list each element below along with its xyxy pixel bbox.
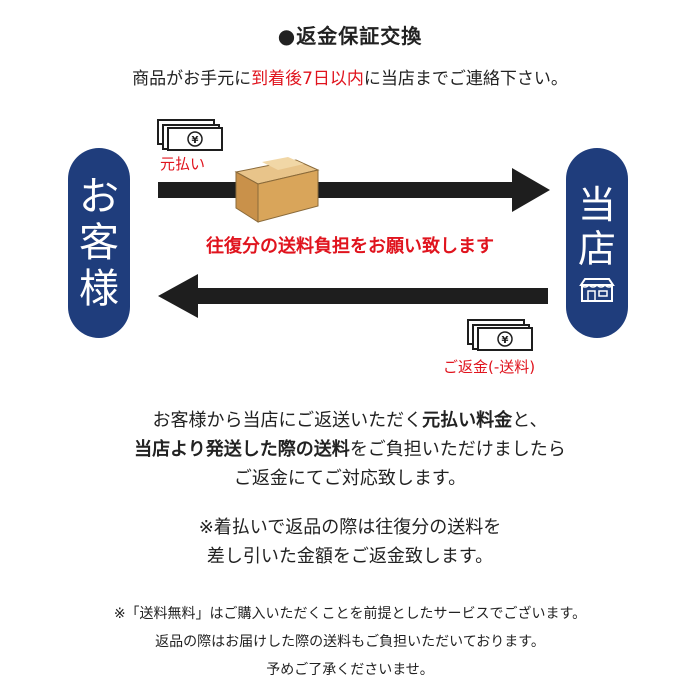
explanation-paragraph: お客様から当店にご返送いただく元払い料金と、 当店より発送した際の送料をご負担い…: [0, 406, 700, 493]
footnotes: ※「送料無料」はご購入いただくことを前提としたサービスでございます。 返品の際は…: [0, 600, 700, 684]
shop-char: 当: [577, 183, 616, 227]
payment-label: 元払い: [160, 155, 206, 173]
text-segment: と、: [512, 410, 548, 431]
text-emphasis: 元払い料金: [422, 410, 513, 431]
customer-char: 客: [79, 220, 119, 266]
money-icon-bottom: [467, 319, 533, 351]
refund-label: ご返金(-送料): [443, 358, 536, 376]
shop-char: 店: [577, 227, 616, 271]
text-emphasis: 当店より発送した際の送料: [134, 439, 350, 460]
footnote-line: ※「送料無料」はご購入いただくことを前提としたサービスでございます。: [113, 606, 587, 622]
customer-char: 様: [79, 266, 119, 312]
explanation-line: お客様から当店にご返送いただく元払い料金と、: [0, 406, 700, 435]
storefront-icon: [579, 278, 615, 302]
yen-symbol-top: ¥: [192, 135, 199, 146]
arrow-to-customer: [158, 274, 548, 318]
shipping-note: 往復分の送料負担をお願い致します: [206, 236, 494, 257]
footnote-line: 予めご了承くださいませ。: [266, 662, 434, 678]
intro-prefix: 商品がお手元に: [132, 69, 252, 89]
intro-highlight: 到着後7日以内: [251, 69, 364, 89]
cod-note-line: 差し引いた金額をご返金致します。: [206, 546, 494, 567]
text-segment: お客様から当店にご返送いただく: [152, 410, 423, 431]
yen-symbol-bottom: ¥: [502, 335, 509, 346]
money-icon-top: [157, 119, 223, 151]
arrow-to-shop: [158, 168, 550, 212]
cod-note-paragraph: ※着払いで返品の際は往復分の送料を 差し引いた金額をご返金致します。: [0, 513, 700, 571]
customer-char: お: [79, 174, 119, 220]
explanation-line: 当店より発送した際の送料をご負担いただけましたら: [0, 435, 700, 464]
customer-pill: お 客 様: [68, 148, 130, 338]
explanation-line: ご返金にてご対応致します。: [233, 468, 467, 489]
cardboard-box-icon: [234, 111, 320, 223]
text-segment: をご負担いただけましたら: [349, 439, 566, 460]
intro-text: 商品がお手元に到着後7日以内に当店までご連絡下さい。: [0, 64, 700, 89]
footnote-line: 返品の際はお届けした際の送料もご負担いただいております。: [155, 634, 545, 650]
cod-note-line: ※着払いで返品の際は往復分の送料を: [198, 517, 502, 538]
page-title: ●返金保証交換: [277, 24, 423, 48]
intro-suffix: に当店までご連絡下さい。: [363, 69, 568, 89]
shop-pill: 当 店: [566, 148, 628, 338]
